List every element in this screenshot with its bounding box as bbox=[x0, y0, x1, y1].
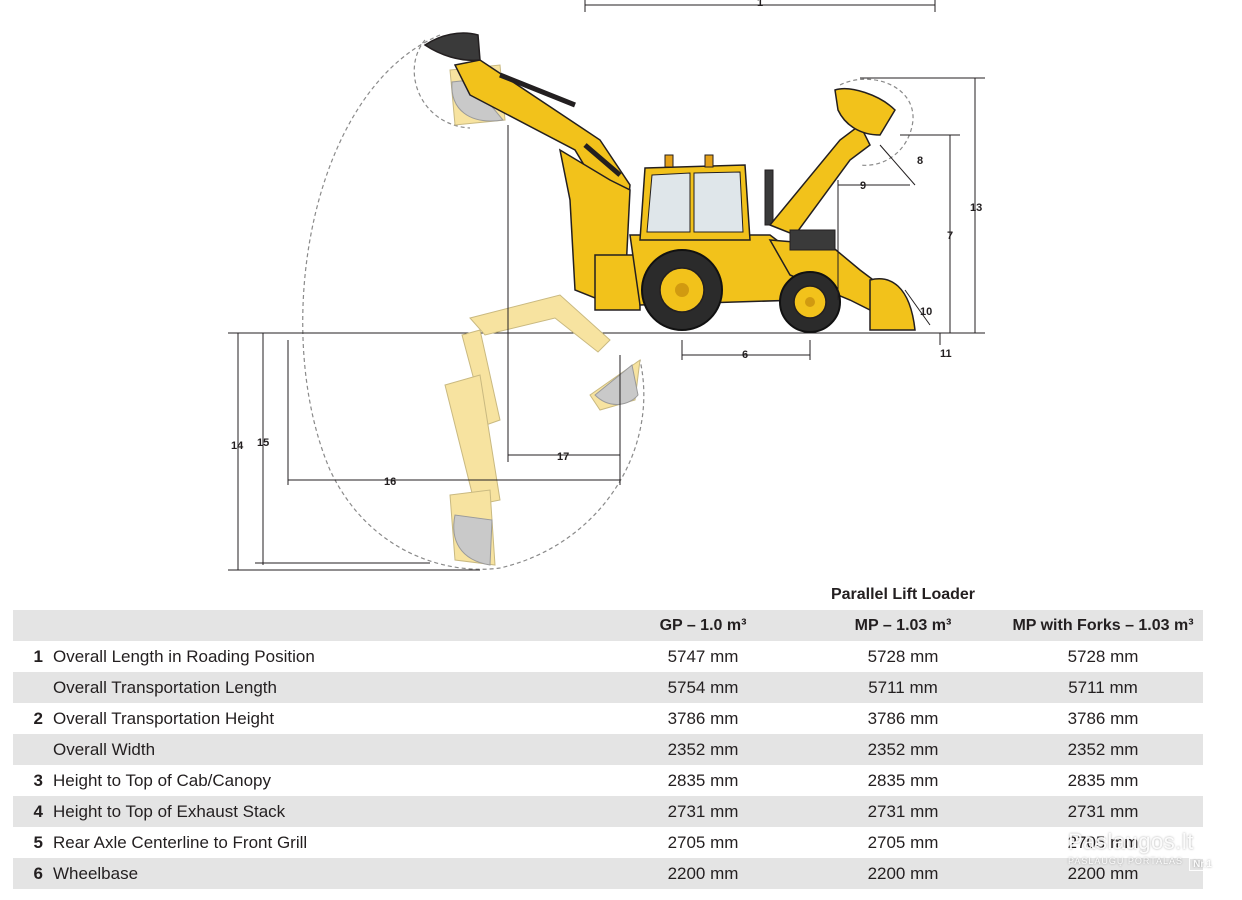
row-number: 5 bbox=[33, 832, 43, 852]
specifications-table: Parallel Lift Loader GP – 1.0 m³ MP – 1.… bbox=[13, 580, 1203, 889]
backhoe-loader-dimension-diagram: 1 bbox=[228, 0, 985, 571]
dimension-1 bbox=[584, 0, 936, 12]
column-header-mp: MP – 1.03 m³ bbox=[803, 610, 1003, 641]
dimension-label-8: 8 bbox=[917, 155, 923, 167]
watermark-logo: Paslaugos.lt PASLAUGŲ PORTALAS Nr.1 bbox=[1068, 830, 1218, 878]
row-number: 1 bbox=[33, 646, 43, 666]
row-value: 3786 mm bbox=[867, 708, 939, 728]
dimension-label-11: 11 bbox=[940, 348, 952, 360]
row-value: 5728 mm bbox=[867, 646, 939, 666]
row-value: 2705 mm bbox=[667, 832, 739, 852]
reach-envelope bbox=[302, 34, 914, 570]
row-label: Wheelbase bbox=[53, 858, 603, 889]
row-label: Height to Top of Exhaust Stack bbox=[53, 796, 603, 827]
column-header-mp-forks: MP with Forks – 1.03 m³ bbox=[1003, 610, 1203, 641]
row-value: 5711 mm bbox=[1003, 672, 1203, 703]
row-number bbox=[13, 672, 53, 703]
ghost-bucket-low bbox=[451, 79, 639, 566]
column-header-gp: GP – 1.0 m³ bbox=[603, 610, 803, 641]
row-number: 3 bbox=[33, 770, 43, 790]
ghost-backhoe-arm bbox=[444, 64, 641, 566]
row-label: Rear Axle Centerline to Front Grill bbox=[53, 832, 308, 852]
row-value: 3786 mm bbox=[667, 708, 739, 728]
row-value: 2200 mm bbox=[603, 858, 803, 889]
row-label: Overall Transportation Length bbox=[53, 672, 603, 703]
table-group-header-row: Parallel Lift Loader bbox=[13, 580, 1203, 610]
row-value: 2835 mm bbox=[667, 770, 739, 790]
dimension-label-16: 16 bbox=[384, 476, 396, 488]
dimension-label-1: 1 bbox=[757, 0, 763, 9]
row-number: 6 bbox=[13, 858, 53, 889]
watermark-badge: Nr.1 bbox=[1189, 858, 1216, 871]
row-value: 5754 mm bbox=[603, 672, 803, 703]
row-value: 2731 mm bbox=[803, 796, 1003, 827]
row-number: 2 bbox=[33, 708, 43, 728]
row-value: 5711 mm bbox=[803, 672, 1003, 703]
row-value: 3786 mm bbox=[1067, 708, 1139, 728]
row-label: Overall Transportation Height bbox=[53, 708, 275, 728]
row-label: Overall Length in Roading Position bbox=[53, 646, 315, 666]
row-value: 2352 mm bbox=[803, 734, 1003, 765]
dimension-label-14: 14 bbox=[231, 440, 244, 452]
row-number: 4 bbox=[13, 796, 53, 827]
table-row: 1 Overall Length in Roading Position 5747 … bbox=[13, 641, 1203, 672]
dimension-label-10: 10 bbox=[920, 306, 932, 318]
group-header-parallel-lift-loader: Parallel Lift Loader bbox=[830, 586, 976, 603]
row-label: Height to Top of Cab/Canopy bbox=[53, 770, 271, 790]
watermark-subtext: PASLAUGŲ PORTALAS bbox=[1068, 856, 1184, 866]
dimension-label-13: 13 bbox=[970, 202, 982, 214]
row-value: 2835 mm bbox=[1067, 770, 1139, 790]
watermark-text: Paslaugos.lt bbox=[1068, 829, 1194, 854]
row-label: Overall Width bbox=[53, 734, 603, 765]
row-value: 2731 mm bbox=[1003, 796, 1203, 827]
table-row: 2 Overall Transportation Height 3786 mm 378… bbox=[13, 703, 1203, 734]
row-number bbox=[13, 734, 53, 765]
dimension-label-15: 15 bbox=[257, 437, 269, 449]
dimension-label-6: 6 bbox=[742, 349, 748, 361]
row-value: 2731 mm bbox=[603, 796, 803, 827]
table-column-header-row: GP – 1.0 m³ MP – 1.03 m³ MP with Forks –… bbox=[13, 610, 1203, 641]
table-body: 1 Overall Length in Roading Position 5747 … bbox=[13, 641, 1203, 889]
row-value: 2705 mm bbox=[1067, 832, 1139, 852]
table-row: 5 Rear Axle Centerline to Front Grill 2705… bbox=[13, 827, 1203, 858]
row-value: 2705 mm bbox=[867, 832, 939, 852]
table-row: 3 Height to Top of Cab/Canopy 2835 mm 2835 … bbox=[13, 765, 1203, 796]
row-value: 2200 mm bbox=[803, 858, 1003, 889]
row-value: 2200 mm bbox=[1003, 858, 1203, 889]
dimension-label-7: 7 bbox=[947, 230, 953, 242]
backhoe-loader-machine bbox=[423, 32, 916, 333]
dimension-label-9: 9 bbox=[860, 180, 866, 192]
row-value: 5728 mm bbox=[1067, 646, 1139, 666]
dimension-label-17: 17 bbox=[557, 451, 569, 463]
dimension-lines bbox=[228, 77, 985, 571]
row-value: 2352 mm bbox=[603, 734, 803, 765]
row-value: 5747 mm bbox=[667, 646, 739, 666]
row-value: 2835 mm bbox=[867, 770, 939, 790]
row-value: 2352 mm bbox=[1003, 734, 1203, 765]
